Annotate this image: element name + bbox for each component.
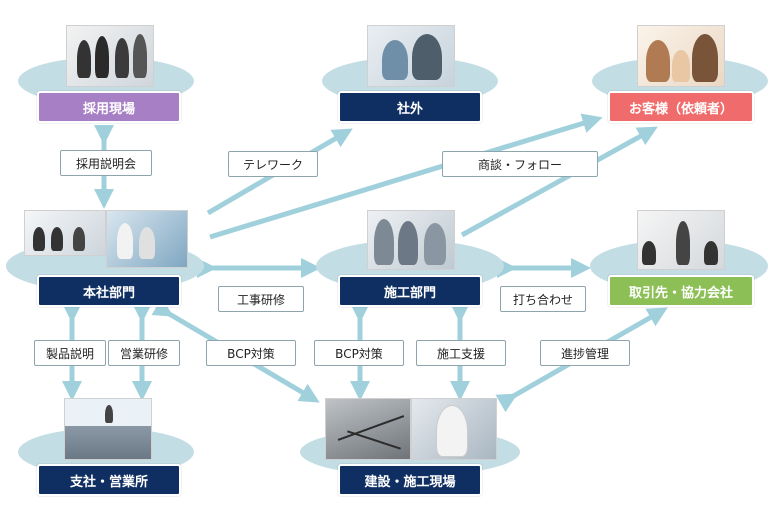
interview-photo-icon [66,25,154,87]
arrow-dept-client [460,126,658,238]
relation-construction-training: 工事研修 [218,286,304,312]
relation-negotiation: 商談・フォロー [442,151,598,177]
seminar-photo-icon [64,398,152,460]
meeting-room-photo-icon [24,210,106,256]
control-room-photo-icon [106,210,188,268]
node-headquarters-label: 本社部門 [37,275,181,307]
arrow-hq-client [209,113,603,240]
site-worker-photo-icon [411,398,497,460]
node-site-label: 建設・施工現場 [338,464,482,496]
relation-construction-support: 施工支援 [416,340,506,366]
relation-telework: テレワーク [228,151,318,177]
relation-recruit-briefing: 採用説明会 [60,150,152,176]
node-branch-label: 支社・営業所 [37,464,181,496]
node-external-label: 社外 [338,91,482,123]
node-construction-dept-label: 施工部門 [338,275,482,307]
relation-progress-management: 進捗管理 [540,340,630,366]
relation-bcp-dept: BCP対策 [314,340,404,366]
relation-sales-training: 営業研修 [108,340,180,366]
relation-bcp-hq: BCP対策 [206,340,296,366]
node-recruit-label: 採用現場 [37,91,181,123]
cracked-road-photo-icon [325,398,411,460]
family-photo-icon [637,25,725,87]
node-client-label: お客様（依頼者） [608,91,754,123]
engineers-photo-icon [367,210,455,270]
family-laptop-photo-icon [367,25,455,87]
node-partners-label: 取引先・協力会社 [608,275,754,307]
presentation-photo-icon [637,210,725,270]
relation-product-explanation: 製品説明 [34,340,106,366]
relation-coordination: 打ち合わせ [500,286,586,312]
